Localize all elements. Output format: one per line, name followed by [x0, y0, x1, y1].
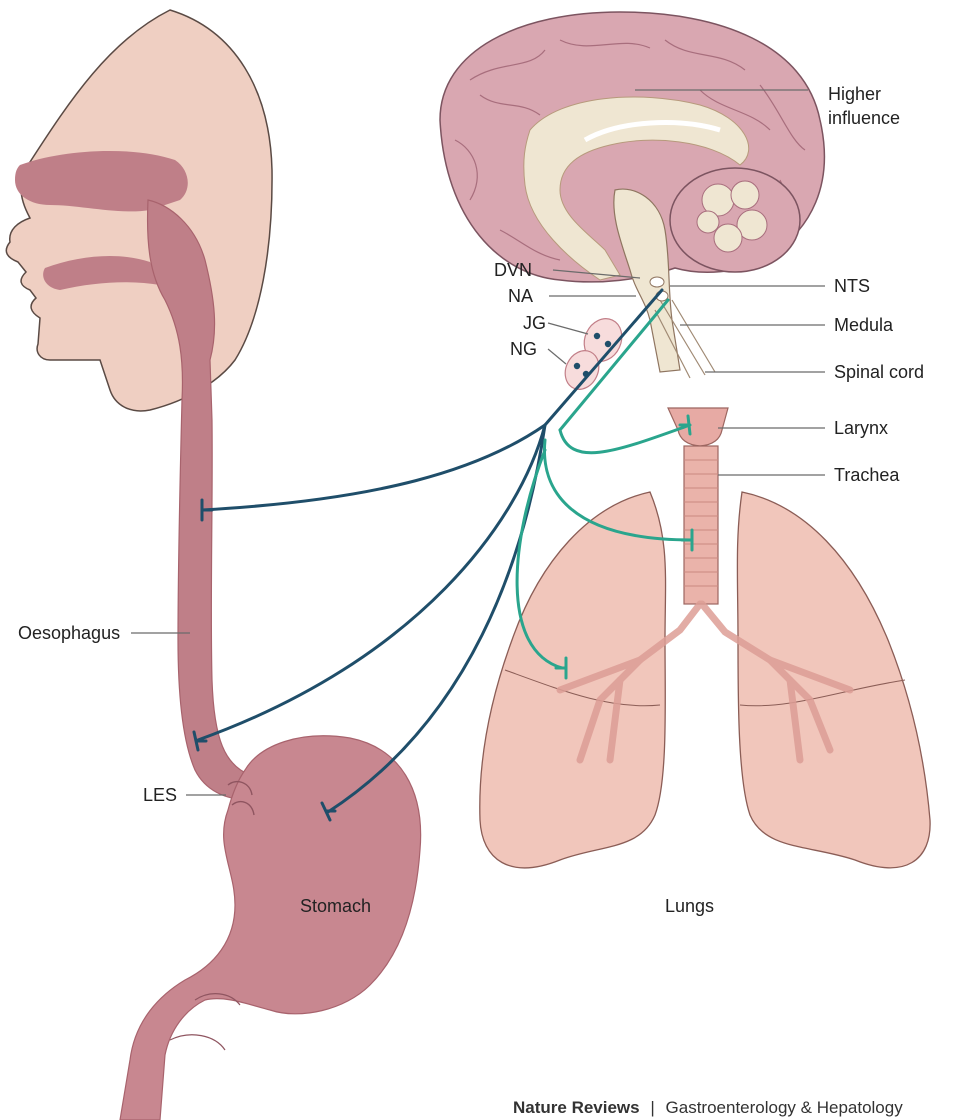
label-dvn: DVN [494, 260, 532, 280]
label-medula: Medula [834, 315, 894, 335]
right-lung [737, 492, 930, 868]
journal-credit: Nature Reviews | Gastroenterology & Hepa… [513, 1098, 903, 1117]
credit-section: Gastroenterology & Hepatology [666, 1098, 904, 1117]
label-oesophagus: Oesophagus [18, 623, 120, 643]
credit-separator: | [650, 1098, 654, 1117]
label-lungs: Lungs [665, 896, 714, 916]
label-jg: JG [523, 313, 546, 333]
label-spinal-cord: Spinal cord [834, 362, 924, 382]
label-les: LES [143, 785, 177, 805]
label-higher-influence-line2: influence [828, 108, 900, 128]
label-higher-influence-line1: Higher [828, 84, 881, 104]
trachea [684, 446, 718, 604]
nasal-cavity [15, 151, 188, 211]
larynx [668, 408, 728, 446]
label-ng: NG [510, 339, 537, 359]
label-nts: NTS [834, 276, 870, 296]
label-trachea: Trachea [834, 465, 900, 485]
cerebellum [670, 168, 800, 272]
label-larynx: Larynx [834, 418, 888, 438]
label-na: NA [508, 286, 533, 306]
credit-journal: Nature Reviews [513, 1098, 640, 1117]
left-lung [480, 492, 666, 868]
label-stomach: Stomach [300, 896, 371, 916]
